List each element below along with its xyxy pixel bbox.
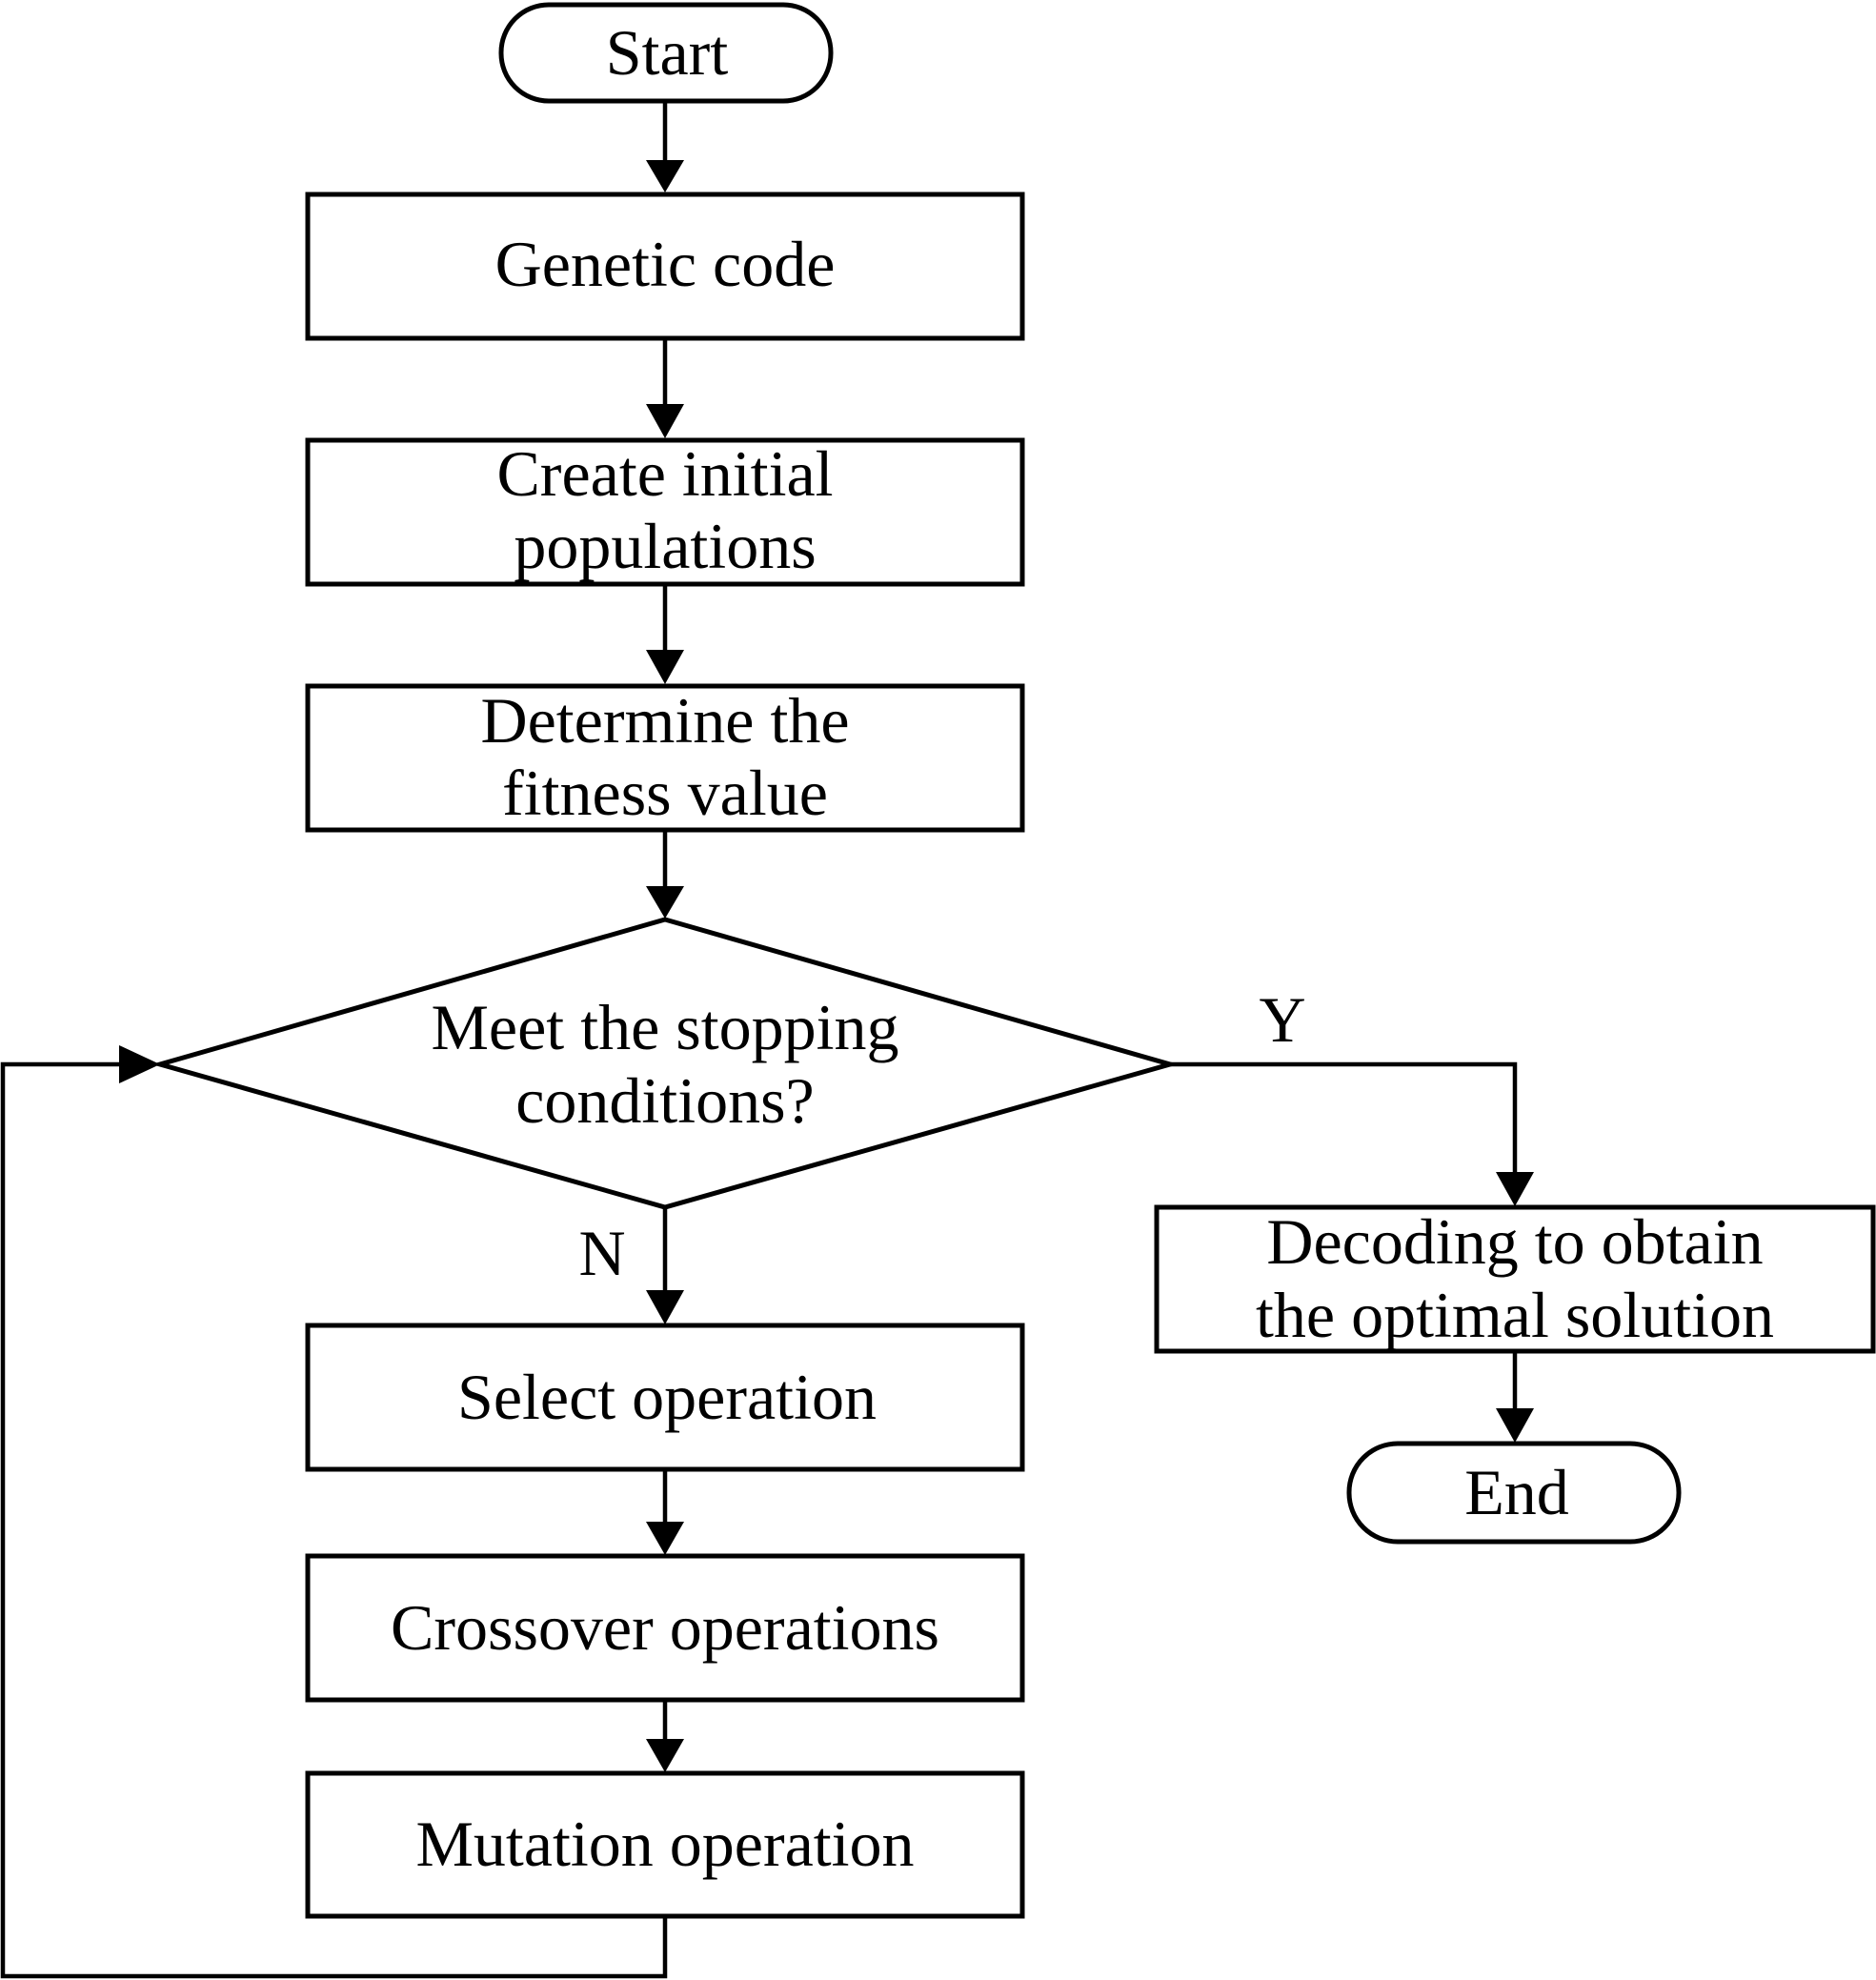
mutation-operation-box [305,1770,1025,1919]
determine-fitness-line-1: Determine the [480,684,849,757]
node-create-populations: Create initial populations [305,437,1025,587]
determine-fitness-line-2: fitness value [502,757,828,829]
arrowhead-mutation [646,1739,684,1772]
node-crossover-operations: Crossover operations [305,1553,1025,1703]
node-end: End [1346,1441,1682,1545]
branch-yes-label: Y [1259,983,1305,1056]
node-decoding: Decoding to obtain the optimal solution [1154,1204,1876,1354]
arrowhead-end [1496,1408,1534,1443]
genetic-code-box [305,192,1025,341]
crossover-operations-box [305,1553,1025,1703]
create-populations-box [305,437,1025,587]
node-stop-decision: Meet the stopping conditions? [151,917,1180,1210]
stop-decision-diamond [151,917,1180,1210]
node-start: Start [498,2,834,104]
select-operation-box [305,1323,1025,1472]
loop-back-connector [0,1061,668,1979]
arrowhead-create-populations [646,404,684,438]
stop-decision-line-1: Meet the stopping [431,991,898,1063]
crossover-operations-label: Crossover operations [391,1591,939,1664]
arrowhead-decoding [1496,1172,1534,1206]
end-terminator [1346,1441,1682,1545]
end-label: End [1464,1456,1569,1528]
create-populations-line-2: populations [514,510,816,582]
node-genetic-code: Genetic code [305,192,1025,341]
branch-no-label: N [578,1217,625,1289]
determine-fitness-box [305,683,1025,833]
arrowhead-determine-fitness [646,650,684,684]
decoding-line-2: the optimal solution [1256,1279,1774,1351]
node-mutation-operation: Mutation operation [305,1770,1025,1919]
connectors [0,103,1534,1979]
stop-decision-line-2: conditions? [515,1064,815,1137]
start-terminator [498,2,834,104]
arrowhead-decision [646,886,684,919]
decoding-box [1154,1204,1876,1354]
node-select-operation: Select operation [305,1323,1025,1472]
select-operation-label: Select operation [457,1361,877,1433]
start-label: Start [606,16,729,89]
decoding-line-1: Decoding to obtain [1266,1205,1763,1278]
arrow-decision-yes-to-decoding [1170,1061,1518,1176]
arrowhead-select-operation [646,1290,684,1324]
mutation-operation-label: Mutation operation [415,1808,914,1880]
node-determine-fitness: Determine the fitness value [305,683,1025,833]
create-populations-line-1: Create initial [496,437,833,510]
arrowhead-loop-back [119,1045,160,1083]
arrowhead-genetic-code [646,160,684,192]
arrowhead-crossover [646,1522,684,1555]
genetic-code-label: Genetic code [495,228,836,300]
